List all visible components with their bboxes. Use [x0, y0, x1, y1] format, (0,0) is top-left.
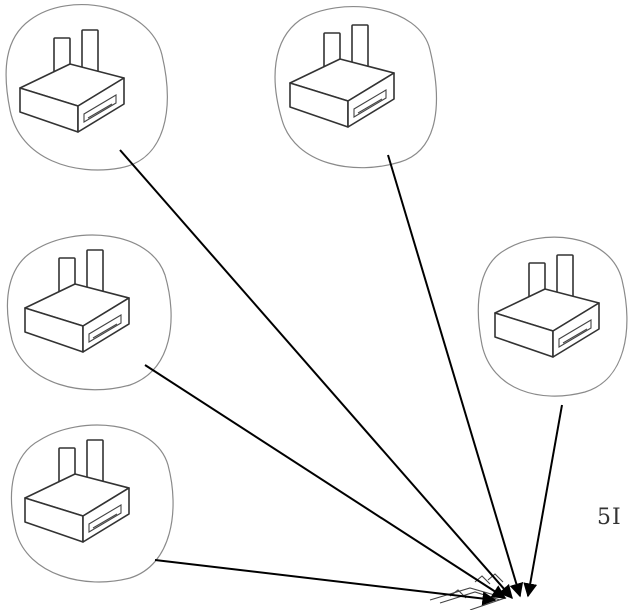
arrows: [119, 149, 563, 606]
plug-right: [477, 236, 628, 397]
arrow-from-bottom-left: [154, 559, 497, 606]
arrow-from-top-middle: [387, 154, 524, 598]
plug-cluster: [429, 573, 507, 610]
arrow-from-top-left: [119, 149, 513, 600]
arrow-from-middle-left: [144, 364, 507, 599]
plug-middle-left: [6, 234, 172, 391]
plug-bottom-left: [10, 424, 174, 583]
plug-top-middle: [274, 6, 438, 169]
plug-top-left: [5, 4, 168, 171]
side-label: 5I: [597, 505, 622, 530]
arrow-from-right: [523, 404, 563, 598]
